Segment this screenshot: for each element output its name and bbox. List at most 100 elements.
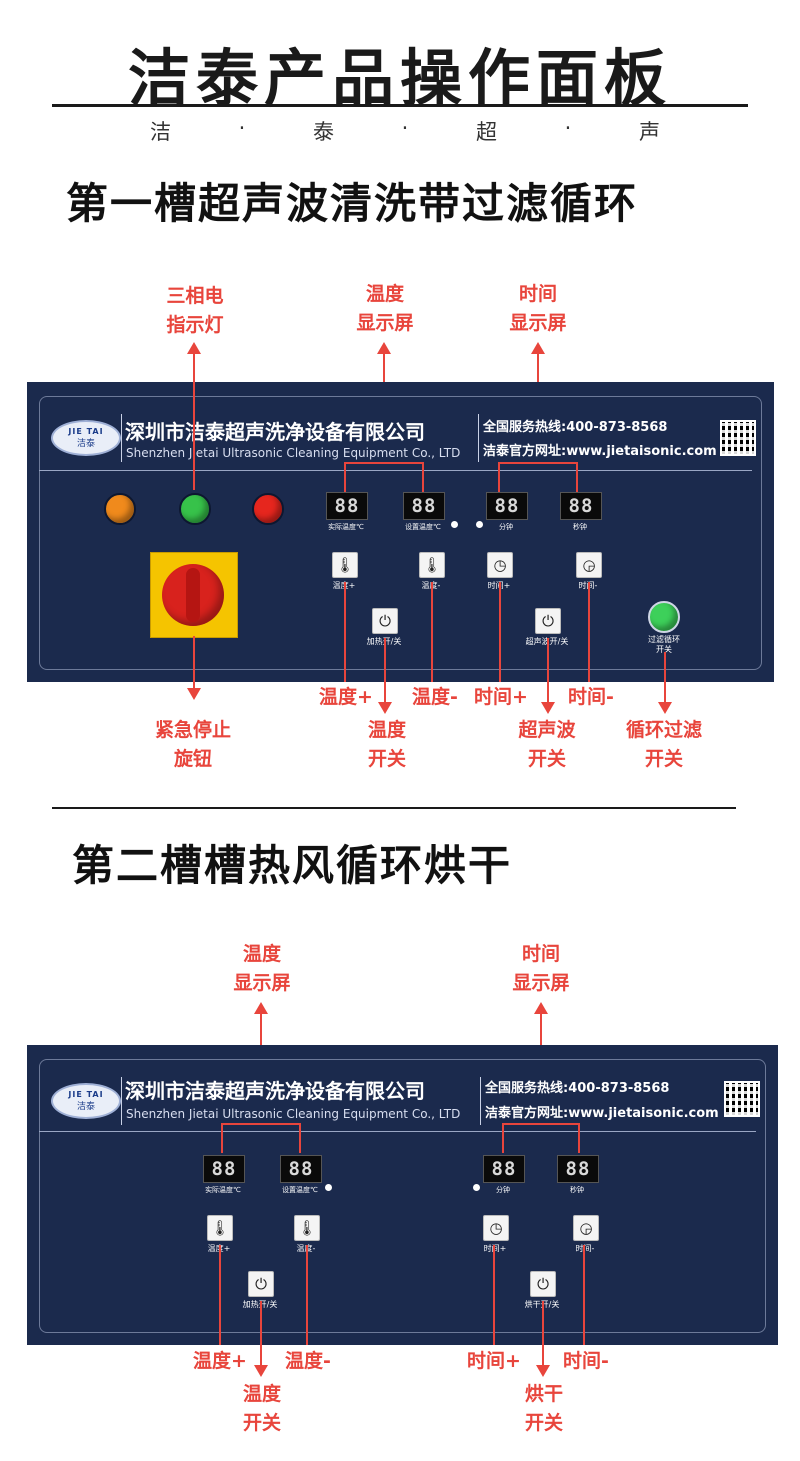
button-label: 加热开/关 [349, 636, 419, 647]
header-separator [121, 414, 122, 462]
callout-line [576, 462, 578, 492]
brand-subtitle: 洁 · 泰 · 超 · 声 [150, 116, 660, 146]
logo: JIE TAI 洁泰 [51, 420, 121, 456]
dry-power-button[interactable]: ⏻ [530, 1271, 556, 1297]
callout-line [583, 1245, 585, 1345]
time-minus-button[interactable]: ◶ [573, 1215, 599, 1241]
phase-lamp-orange [104, 493, 136, 525]
seconds-display: 88 [560, 492, 602, 520]
temp-plus-button[interactable]: 🌡 [332, 552, 358, 578]
button-label: 时间+ [464, 580, 534, 591]
callout-heat-switch: 温度 开关 [242, 1383, 281, 1434]
temp-plus-button[interactable]: 🌡 [207, 1215, 233, 1241]
button-label: 加热开/关 [225, 1299, 295, 1310]
arrow-up [377, 342, 391, 354]
callout-temp-minus: 温度- [285, 1350, 331, 1372]
logo-text: JIE TAI [68, 1090, 104, 1099]
qr-code [724, 1081, 760, 1117]
indicator-dot [476, 521, 483, 528]
temp-minus-button[interactable]: 🌡 [294, 1215, 320, 1241]
seconds-display: 88 [557, 1155, 599, 1183]
emergency-stop-knob[interactable] [150, 552, 238, 638]
filter-cycle-button[interactable] [648, 601, 680, 633]
callout-line [306, 1245, 308, 1345]
display-label: 分钟 [496, 1186, 510, 1194]
section2-title: 第二槽槽热风循环烘干 [72, 841, 513, 890]
panel-rule [39, 1131, 756, 1132]
display-label: 设置温度℃ [282, 1186, 318, 1194]
callout-temp-plus: 温度+ [193, 1350, 247, 1372]
callout-heat-switch: 温度 开关 [367, 719, 406, 770]
callout-line [219, 1245, 221, 1345]
logo-text: 洁泰 [76, 1102, 95, 1112]
callout-temp-display: 温度 显示屏 [356, 283, 414, 334]
callout-temp-display: 温度 显示屏 [233, 943, 291, 994]
callout-line [299, 1123, 301, 1153]
button-label: 温度- [271, 1243, 341, 1254]
callout-time-plus: 时间+ [467, 1350, 521, 1372]
brand-char: 超 [476, 120, 497, 144]
page-title: 洁泰产品操作面板 [127, 42, 672, 115]
callout-line [542, 1345, 544, 1367]
button-label: 温度- [396, 580, 466, 591]
power-icon: ⏻ [379, 612, 391, 630]
set-temp-display: 88 [403, 492, 445, 520]
callout-line [498, 462, 500, 492]
heat-power-button[interactable]: ⏻ [372, 608, 398, 634]
qr-code [720, 420, 756, 456]
time-plus-button[interactable]: ◷ [487, 552, 513, 578]
callout-line [221, 1123, 223, 1153]
display-label: 实际温度℃ [328, 523, 364, 531]
callout-line [542, 1301, 544, 1345]
phase-lamp-green [179, 493, 211, 525]
arrow-up [187, 342, 201, 354]
clock-icon: ◶ [579, 1219, 593, 1237]
clock-icon: ◷ [489, 1219, 503, 1237]
arrow-up [254, 1002, 268, 1014]
company-name-cn: 深圳市洁泰超声洗净设备有限公司 [125, 420, 425, 444]
thermometer-plus-icon: 🌡 [210, 1219, 230, 1237]
ultrasonic-power-button[interactable]: ⏻ [535, 608, 561, 634]
phase-lamp-red [252, 493, 284, 525]
callout-line [260, 1345, 262, 1367]
callout-time-display: 时间 显示屏 [512, 943, 570, 994]
arrow-down [541, 702, 555, 714]
display-label: 秒钟 [570, 1186, 584, 1194]
callout-line [193, 682, 195, 690]
time-minus-button[interactable]: ◶ [576, 552, 602, 578]
button-label: 烘干开/关 [507, 1299, 577, 1310]
header-separator [480, 1077, 481, 1125]
arrow-down [254, 1365, 268, 1377]
clock-icon: ◶ [582, 556, 596, 574]
brand-char: 声 [639, 120, 660, 144]
indicator-dot [325, 1184, 332, 1191]
temp-minus-button[interactable]: 🌡 [419, 552, 445, 578]
arrow-down [658, 702, 672, 714]
knob-icon [162, 564, 224, 626]
callout-time-plus: 时间+ [474, 686, 528, 708]
company-name-en: Shenzhen Jietai Ultrasonic Cleaning Equi… [126, 446, 461, 460]
brand-char: 泰 [313, 120, 334, 144]
display-label: 秒钟 [573, 523, 587, 531]
time-plus-button[interactable]: ◷ [483, 1215, 509, 1241]
heat-power-button[interactable]: ⏻ [248, 1271, 274, 1297]
callout-time-minus: 时间- [568, 686, 614, 708]
callout-line [578, 1123, 580, 1153]
panel-rule [39, 470, 752, 471]
hotline: 全国服务热线:400-873-8568 [485, 1081, 670, 1096]
callout-temp-plus: 温度+ [319, 686, 373, 708]
brand-char: · [238, 116, 246, 140]
panel-frame [39, 396, 762, 670]
arrow-up [531, 342, 545, 354]
display-label: 分钟 [499, 523, 513, 531]
button-label: 温度+ [309, 580, 379, 591]
company-name-en: Shenzhen Jietai Ultrasonic Cleaning Equi… [126, 1107, 461, 1121]
button-label: 时间- [553, 580, 623, 591]
button-label: 过滤循环 开关 [648, 635, 680, 654]
panel-frame [39, 1059, 766, 1333]
power-icon: ⏻ [255, 1275, 267, 1293]
website: 洁泰官方网址:www.jietaisonic.com [485, 1106, 719, 1121]
callout-line [499, 582, 501, 682]
callout-line [344, 462, 346, 492]
